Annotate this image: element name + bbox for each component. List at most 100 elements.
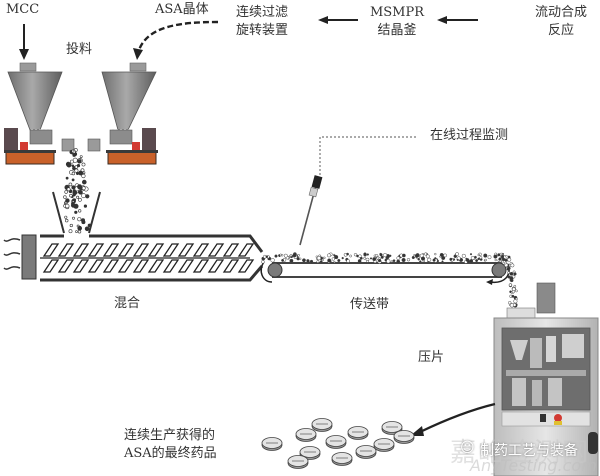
- powder-particle: [70, 159, 74, 164]
- powder-particle: [321, 258, 324, 262]
- powder-particle: [511, 294, 515, 298]
- tablet: [393, 430, 415, 444]
- powder-particle: [84, 226, 90, 232]
- powder-particle: [413, 254, 416, 257]
- powder-particle: [483, 253, 488, 258]
- arrow-msmpr-to-filter: [318, 16, 358, 24]
- powder-particle: [386, 259, 391, 264]
- powder-particle: [392, 259, 396, 263]
- powder-particle: [69, 223, 73, 228]
- powder-particle: [76, 164, 81, 168]
- powder-particle: [265, 255, 269, 258]
- powder-particle: [64, 218, 69, 223]
- label-asa-crystal: ASA晶体: [155, 2, 209, 17]
- powder-particle: [401, 257, 406, 263]
- powder-particle: [71, 185, 76, 190]
- powder-particle: [439, 252, 444, 257]
- powder-particle: [504, 261, 507, 265]
- tablet: [261, 437, 283, 451]
- powder-particle: [65, 161, 71, 167]
- powder-particle: [72, 216, 75, 220]
- powder-particle: [74, 168, 79, 173]
- powder-particle: [71, 149, 75, 153]
- watermark-en: AnyTesting.com: [470, 456, 597, 475]
- powder-particle: [390, 260, 394, 263]
- powder-particle: [333, 260, 336, 264]
- powder-particle: [494, 258, 497, 262]
- falling-powder: [63, 148, 92, 234]
- powder-particle: [327, 258, 332, 263]
- hopper-mcc: [4, 62, 75, 165]
- powder-particle: [346, 259, 350, 263]
- powder-particle: [493, 254, 498, 259]
- powder-particle: [65, 176, 69, 180]
- powder-particle: [357, 259, 362, 263]
- powder-particle: [510, 278, 514, 283]
- label-tableting: 压片: [418, 350, 445, 365]
- powder-particle: [85, 194, 90, 199]
- powder-particle: [83, 204, 87, 208]
- powder-particle: [337, 258, 341, 263]
- powder-particle: [79, 155, 83, 159]
- arrow-to-tablets: [410, 402, 496, 436]
- twin-screw-extruder: [3, 234, 264, 282]
- powder-particle: [341, 256, 344, 260]
- powder-particle: [443, 253, 447, 258]
- powder-particle: [270, 258, 275, 263]
- powder-particle: [487, 255, 492, 260]
- powder-particle: [465, 257, 468, 260]
- powder-particle: [380, 255, 384, 259]
- tablet: [373, 438, 395, 452]
- powder-particle: [299, 257, 302, 260]
- powder-particle: [396, 259, 401, 264]
- powder-particle: [302, 258, 306, 263]
- powder-particle: [306, 259, 310, 263]
- powder-particle: [506, 267, 510, 271]
- powder-particle: [68, 229, 73, 234]
- powder-particle: [402, 253, 406, 258]
- powder-particle: [484, 258, 487, 262]
- powder-particle: [508, 283, 513, 287]
- powder-particle: [292, 253, 297, 258]
- powder-particle: [64, 190, 68, 194]
- powder-particle: [279, 253, 282, 257]
- powder-particle: [349, 254, 352, 258]
- powder-particle: [513, 299, 518, 304]
- powder-particle: [77, 184, 83, 190]
- powder-particle: [81, 186, 86, 191]
- powder-particle: [512, 303, 517, 307]
- tablet: [347, 426, 369, 440]
- powder-particle: [319, 260, 323, 263]
- powder-particle: [69, 193, 73, 198]
- powder-particle: [81, 220, 86, 225]
- powder-particle: [406, 258, 411, 262]
- label-conveyor: 传送带: [350, 297, 390, 312]
- powder-particle: [73, 198, 77, 202]
- tablet: [287, 455, 309, 469]
- powder-particle: [78, 209, 82, 213]
- powder-particle: [507, 275, 511, 279]
- powder-particle: [75, 230, 78, 233]
- powder-particle: [470, 256, 475, 260]
- powder-particle: [441, 260, 444, 263]
- powder-particle: [81, 173, 86, 179]
- powder-particle: [508, 301, 512, 305]
- powder-particle: [63, 195, 67, 199]
- powder-particle: [78, 190, 83, 195]
- powder-particle: [316, 255, 322, 261]
- powder-particle: [72, 190, 78, 196]
- powder-particle: [396, 256, 401, 260]
- powder-particle: [283, 253, 288, 258]
- powder-particle: [372, 257, 377, 262]
- powder-particle: [424, 252, 428, 256]
- powder-particle: [65, 198, 70, 203]
- label-final-line2: ASA的最终药品: [124, 446, 217, 461]
- powder-particle: [77, 225, 82, 231]
- powder-particle: [76, 195, 80, 199]
- powder-particle: [469, 259, 474, 264]
- powder-particle: [366, 260, 369, 263]
- powder-particle: [274, 254, 278, 258]
- arrow-mcc-down: [19, 24, 29, 60]
- powder-particle: [456, 258, 459, 261]
